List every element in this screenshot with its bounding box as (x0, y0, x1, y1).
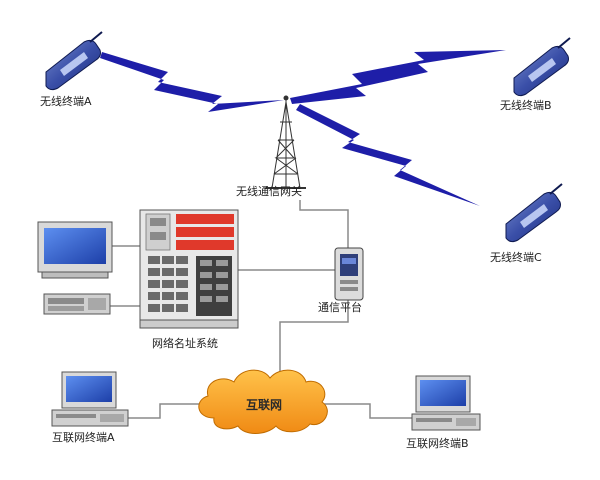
network-name-system-label: 网络名址系统 (152, 337, 218, 350)
wireless-gateway-label: 无线通信网关 (236, 185, 302, 198)
gateway-to-platform-line (299, 200, 349, 248)
terminal-b-label: 无线终端B (500, 99, 552, 112)
desktop-computer-icon-internet-b (411, 375, 481, 431)
communication-platform-icon (334, 247, 364, 301)
internet-terminal-b-label: 互联网终端B (406, 437, 469, 450)
internet-cloud-icon (198, 369, 328, 434)
platform-to-cloud-line (279, 300, 349, 380)
internet-label: 互联网 (245, 398, 283, 412)
mobile-phone-icon-a (45, 31, 103, 91)
signal-to-terminal-a (100, 52, 284, 112)
terminal-a-to-cloud-line (128, 403, 200, 419)
wired-connections (110, 200, 412, 419)
antenna-tower-icon (266, 95, 306, 189)
cloud-to-terminal-b-line (320, 403, 412, 419)
terminal-c-label: 无线终端C (490, 251, 542, 264)
internet-terminal-a-label: 互联网终端A (52, 431, 115, 444)
keyboard-icon (43, 293, 111, 315)
desktop-computer-icon (37, 221, 113, 279)
desktop-computer-icon-internet-a (51, 371, 129, 427)
signal-to-terminal-c (296, 104, 480, 206)
server-rack-icon (139, 209, 239, 329)
terminal-a-label: 无线终端A (40, 95, 92, 108)
comm-platform-label: 通信平台 (318, 301, 362, 314)
mobile-phone-icon-c (505, 183, 563, 243)
wireless-signals (100, 50, 506, 206)
signal-to-terminal-b (290, 50, 506, 104)
mobile-phone-icon-b (513, 37, 571, 97)
